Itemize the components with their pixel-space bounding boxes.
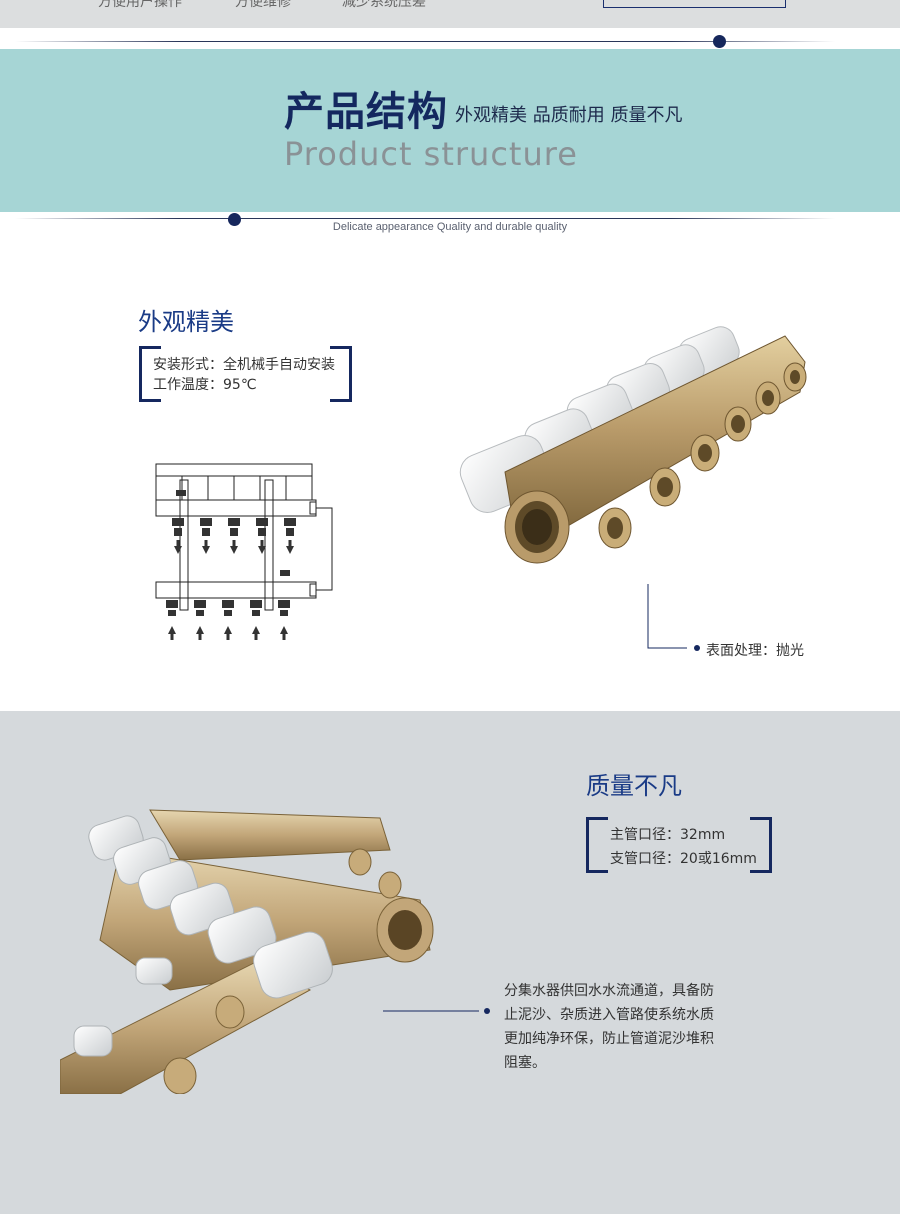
top-feature-strip: 方便用户操作 方便维修 减少系统压差 xyxy=(0,0,900,28)
description-text: 分集水器供回水水流通道，具备防止泥沙、杂质进入管路使系统水质更加纯净环保，防止管… xyxy=(504,983,714,1071)
feature-label: 方便维修 xyxy=(235,0,291,10)
top-outline-box xyxy=(603,0,786,8)
spec-box: 安装形式：全机械手自动安装 工作温度：95℃ xyxy=(139,346,352,402)
spec-branch-pipe: 支管口径：20或16mm xyxy=(610,851,757,867)
banner-subtitle-en: Delicate appearance Quality and durable … xyxy=(332,221,568,233)
section-title-appearance: 外观精美 xyxy=(138,308,234,336)
spec-main-pipe: 主管口径：32mm xyxy=(610,827,726,843)
feature-label: 减少系统压差 xyxy=(342,0,426,10)
bracket-left xyxy=(586,817,608,873)
banner-title-en: Product structure xyxy=(284,135,578,173)
surface-treatment-label: 表面处理：抛光 xyxy=(706,643,804,659)
spec-temperature: 工作温度：95℃ xyxy=(153,377,257,393)
callout-line-description xyxy=(383,1008,490,1014)
manifold-closeup-image xyxy=(60,809,434,1094)
spec-install: 安装形式：全机械手自动安装 xyxy=(153,357,335,373)
divider-dot xyxy=(228,213,241,226)
bracket-right xyxy=(750,817,772,873)
spec-box: 主管口径：32mm 支管口径：20或16mm xyxy=(586,817,772,873)
divider-dot xyxy=(713,35,726,48)
callout-line-surface xyxy=(647,584,700,651)
banner-subtitle: 外观精美 品质耐用 质量不凡 xyxy=(455,105,683,126)
manifold-product-image xyxy=(459,326,807,564)
bracket-right xyxy=(330,346,352,402)
manifold-schematic xyxy=(155,463,333,640)
section-banner: 产品结构 外观精美 品质耐用 质量不凡 Product structure xyxy=(0,49,900,212)
section-title-quality: 质量不凡 xyxy=(586,772,682,800)
bracket-left xyxy=(139,346,161,402)
banner-title: 产品结构 xyxy=(284,89,448,135)
divider-line xyxy=(15,218,835,219)
feature-label: 方便用户操作 xyxy=(98,0,182,10)
divider-line xyxy=(15,41,835,42)
